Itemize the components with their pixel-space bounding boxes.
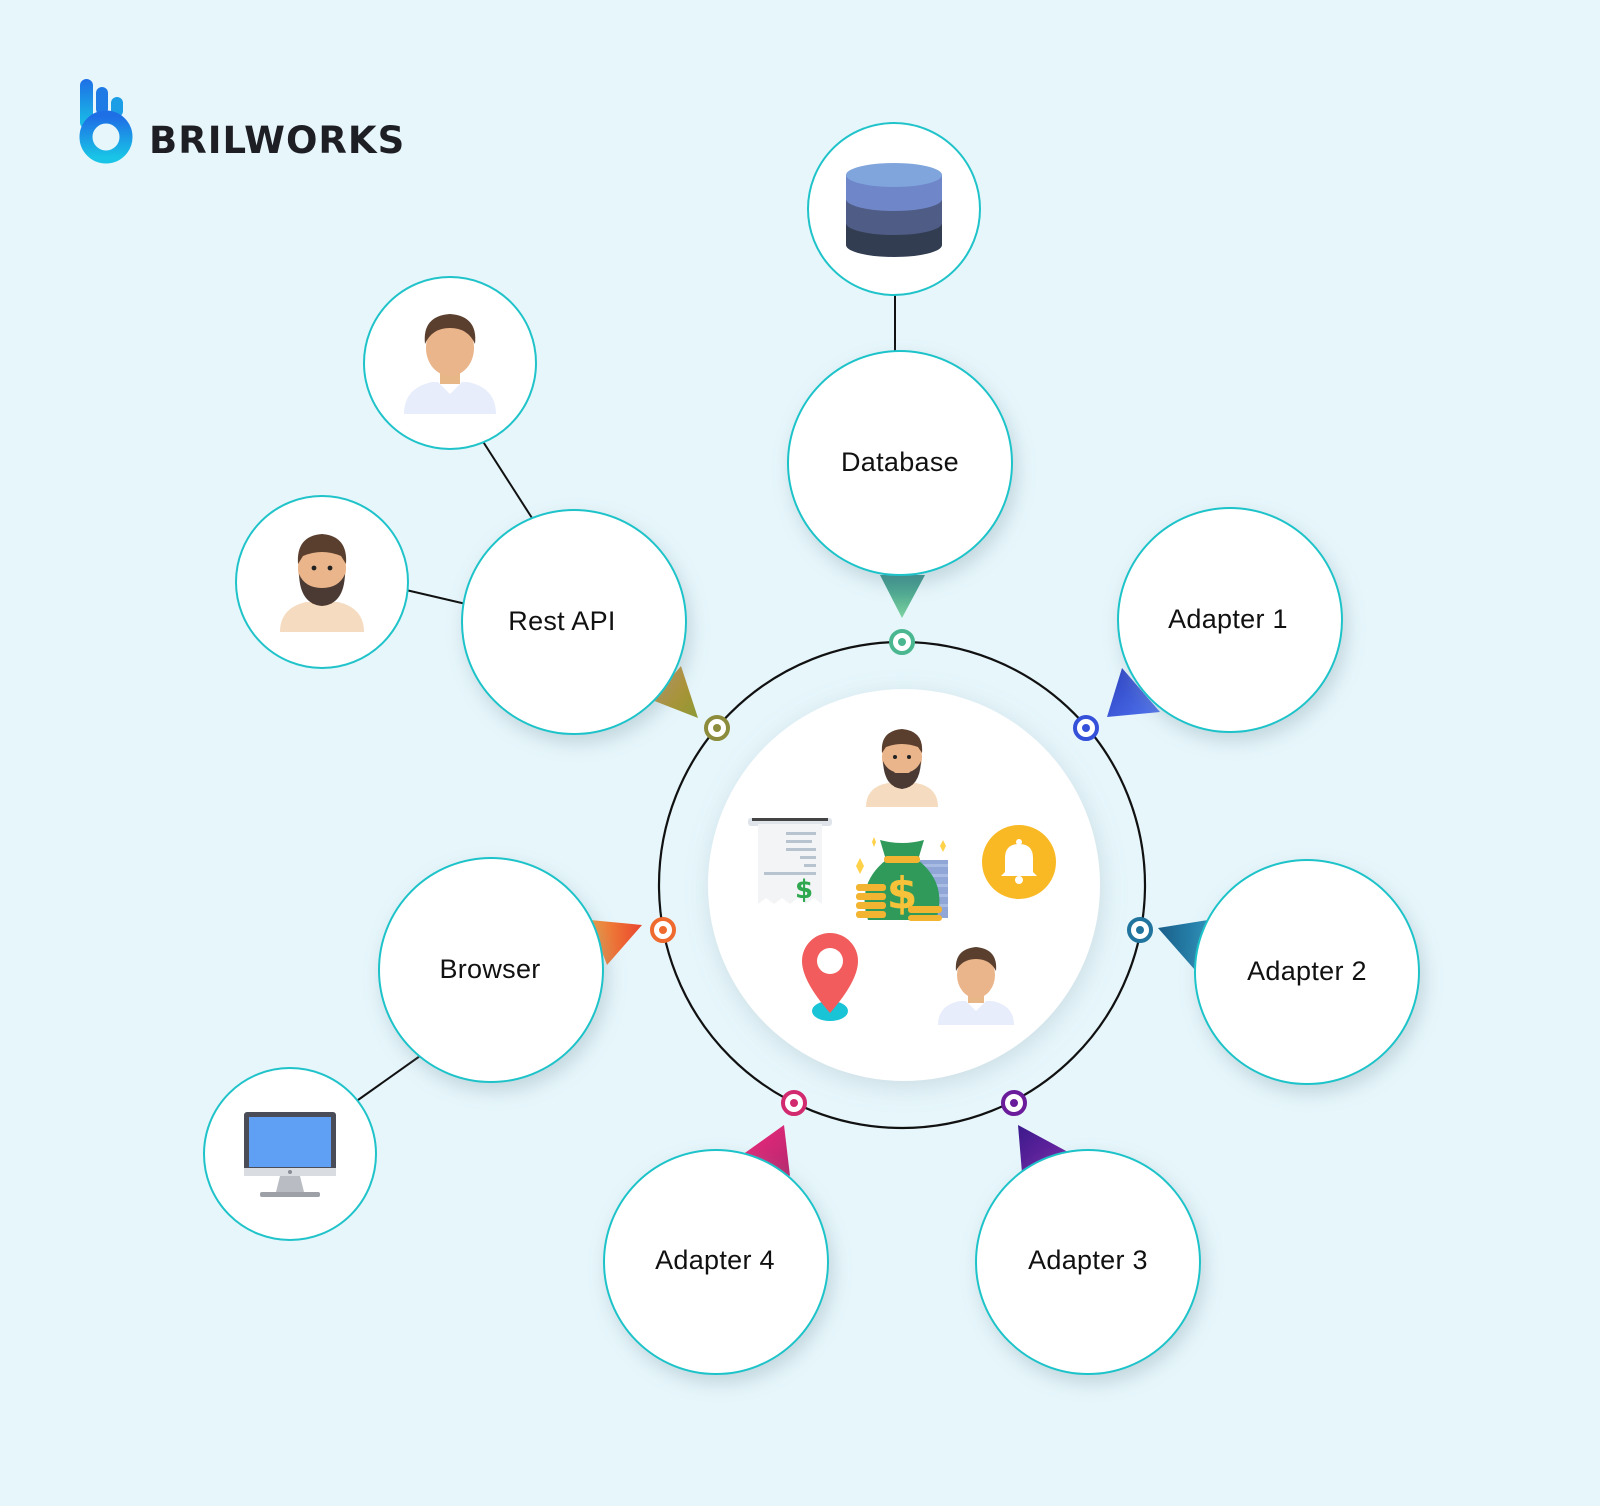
brand-name: BRILWORKS [149,119,405,162]
user-icon [938,947,1014,1025]
brand-logo: BRILWORKS [79,79,405,164]
adapter-2-label: Adapter 2 [1247,956,1367,986]
user-icon [404,314,496,414]
node-pointers [590,575,1208,1176]
money-bag-icon: $ [856,837,948,921]
svg-text:$: $ [795,875,813,905]
rest-api-pointer [652,666,698,718]
database-icon [846,163,942,257]
adapter-3-node: Adapter 3 [975,1149,1201,1375]
receipt-icon: $ [748,818,832,905]
database-node: Database [787,350,1013,576]
browser-node: Browser [378,857,604,1083]
rest-api-node: Rest API [461,509,687,735]
brilworks-logo-icon [79,79,133,164]
database-label: Database [841,447,959,477]
adapter-3-label: Adapter 3 [1028,1245,1148,1275]
core-hub: $ $ [708,689,1100,1081]
connector-lines [357,290,896,1101]
adapter-4-node: Adapter 4 [603,1149,829,1375]
location-pin-icon [802,933,858,1021]
rest-api-label: Rest API [508,606,615,636]
bearded-user-icon [866,729,938,807]
user-bearded-node [235,495,409,669]
ring-dot-centers [659,638,1144,1107]
bearded-user-icon [280,534,364,632]
adapter-4-pointer [742,1125,790,1176]
user-top-connector [481,439,533,519]
adapter-2-node: Adapter 2 [1194,859,1420,1085]
bell-icon [982,825,1056,899]
user-bearded-connector [405,589,467,605]
user-top-node [363,276,537,450]
adapter-1-node: Adapter 1 [1117,507,1343,733]
monitor-icon [244,1112,336,1197]
adapter-1-pointer [1107,668,1160,717]
monitor-node [203,1067,377,1241]
browser-pointer [590,920,642,965]
adapter-4-label: Adapter 4 [655,1245,775,1275]
browser-label: Browser [439,954,540,984]
adapter-3-pointer [1018,1125,1068,1173]
database-icon-node [807,122,981,296]
monitor-connector [357,1055,421,1101]
adapter-1-label: Adapter 1 [1168,604,1288,634]
database-pointer [880,575,925,618]
